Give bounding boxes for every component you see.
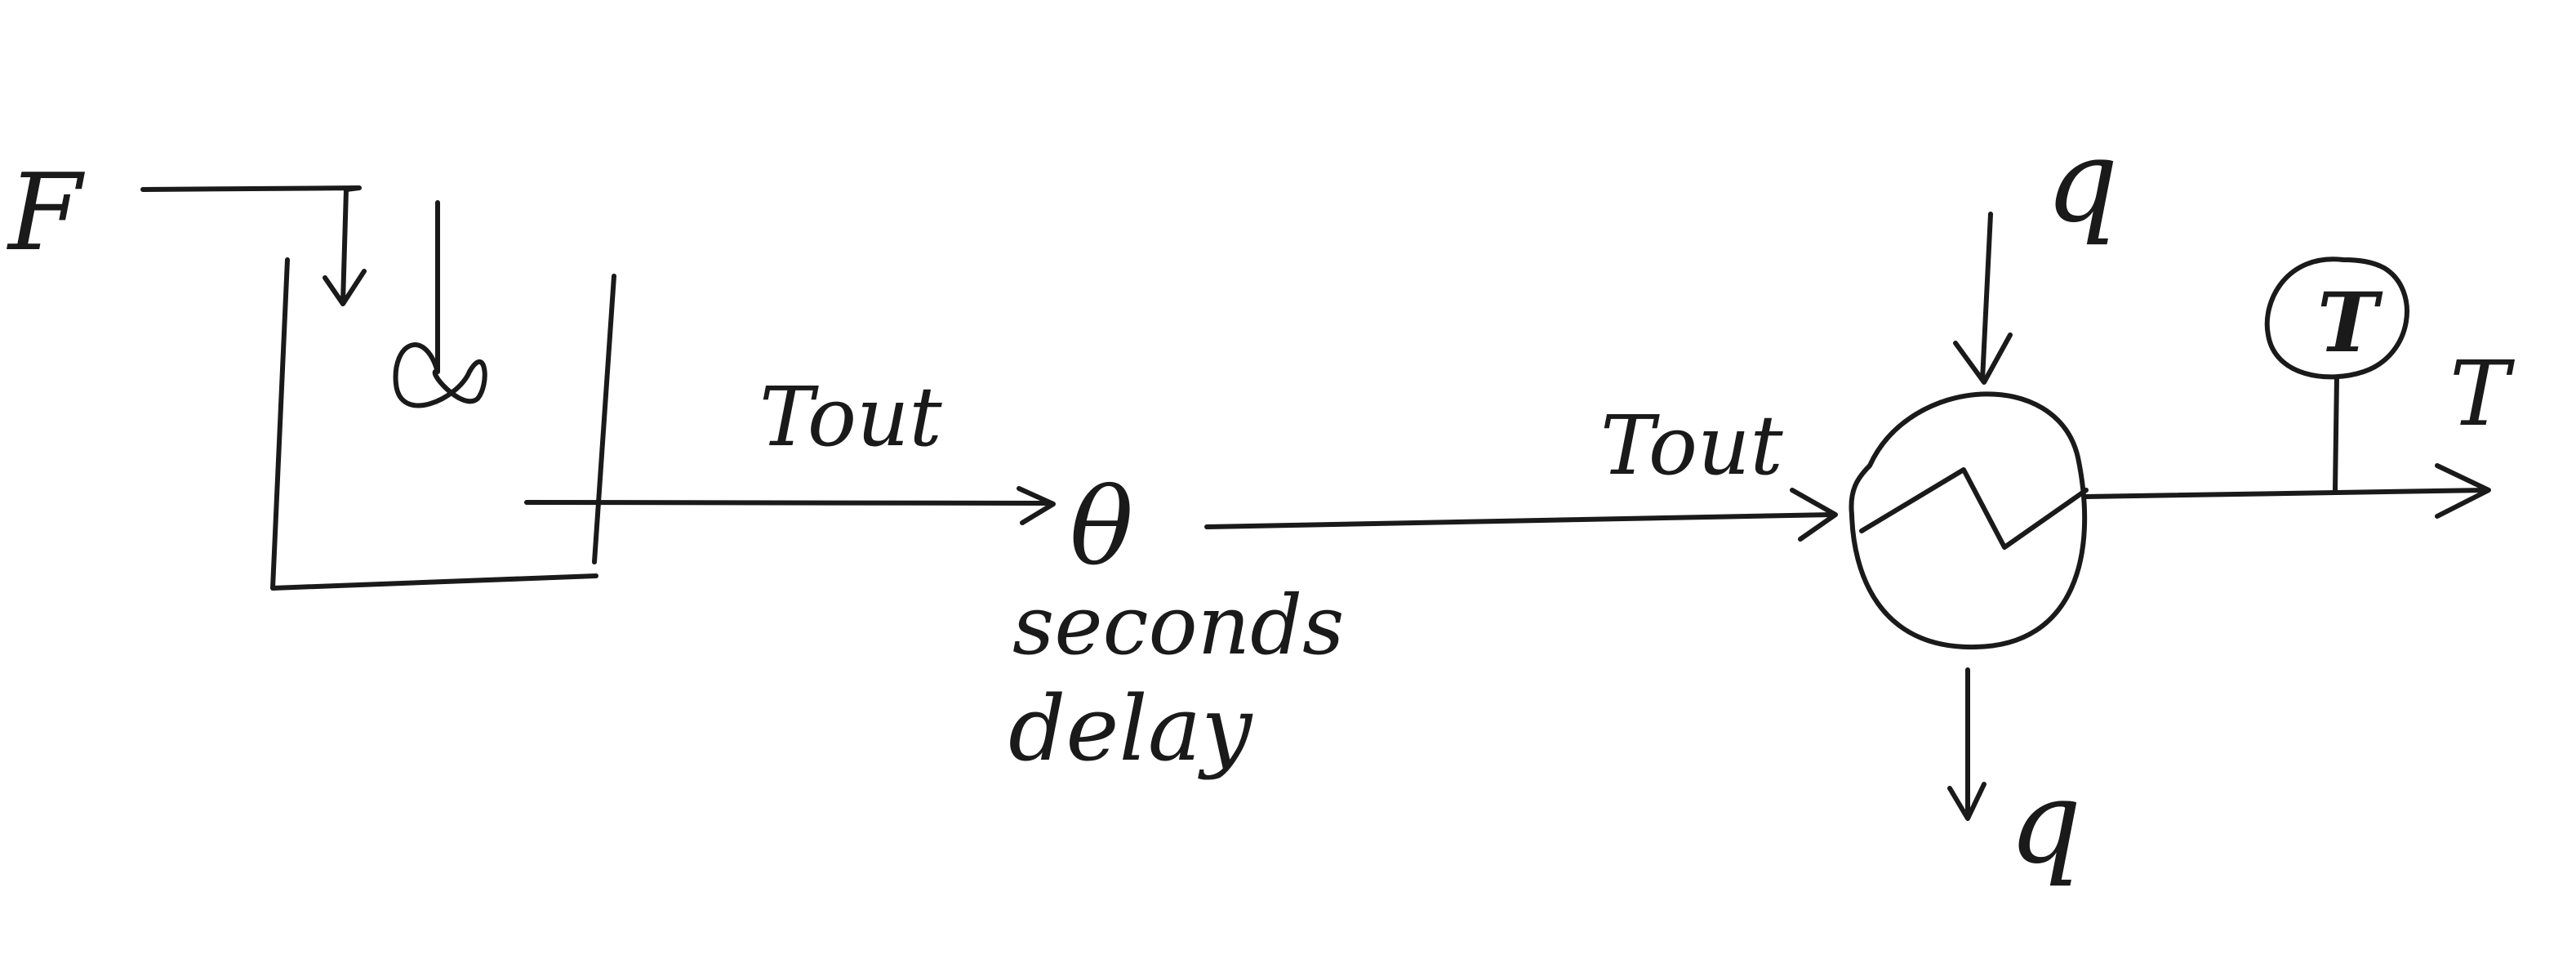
feed-inlet-line xyxy=(140,185,362,192)
heat-exchanger-icon xyxy=(1849,391,2089,650)
delay-theta: θ xyxy=(1070,465,1133,589)
tank-wall xyxy=(270,257,598,591)
sensor-label: T xyxy=(2317,274,2383,371)
heat-in-label: q xyxy=(2045,115,2119,248)
t-out-label-1: Tout xyxy=(759,369,943,465)
tank-right-wall xyxy=(592,274,616,564)
tank-outlet-line xyxy=(524,500,1054,506)
delay-to-exchanger-arrowhead xyxy=(1790,488,1838,542)
delay-label-seconds: seconds xyxy=(1012,578,1344,673)
t-out-label-2: Tout xyxy=(1600,398,1784,493)
exchanger-outlet-line xyxy=(2084,488,2489,499)
delay-label-delay: delay xyxy=(1008,676,1253,781)
feed-down-arrow xyxy=(323,187,367,306)
delay-to-exchanger-line xyxy=(1204,512,1835,529)
exit-temperature-label: T xyxy=(2449,341,2516,446)
heat-in-arrowhead xyxy=(1953,332,2013,385)
heat-out-arrowhead xyxy=(1947,782,1987,821)
tank-outlet-arrowhead xyxy=(1017,486,1056,525)
temperature-sensor-icon xyxy=(2264,256,2409,493)
heat-out-label: q xyxy=(2009,756,2082,890)
agitator-icon xyxy=(393,200,487,408)
heat-in-line xyxy=(1980,212,1993,382)
feed-label: F xyxy=(7,150,86,274)
exchanger-outlet-arrowhead xyxy=(2435,463,2491,519)
